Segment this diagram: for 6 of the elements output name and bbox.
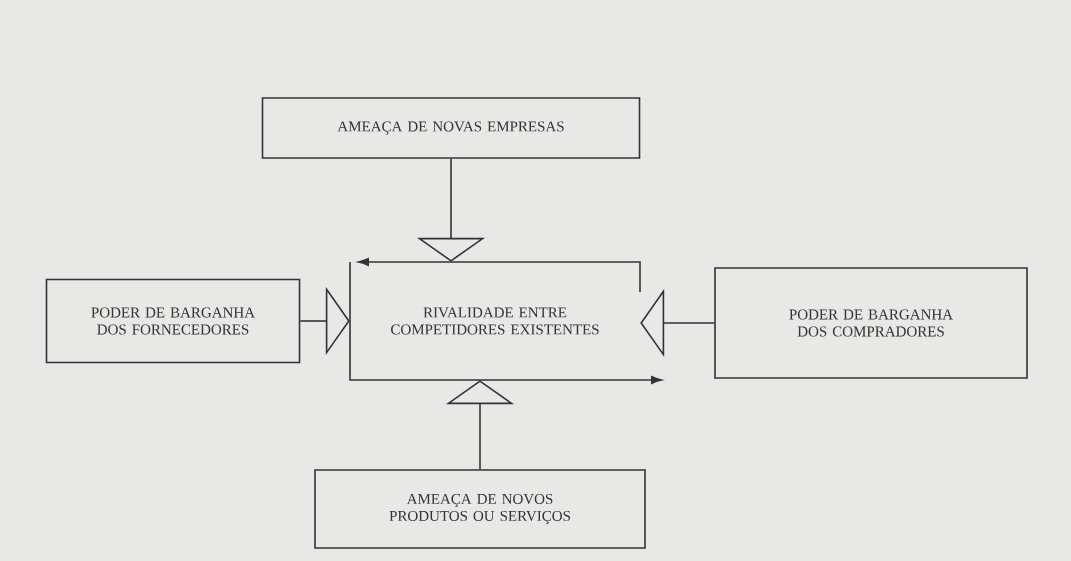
- force-box: AMEAÇA DE NOVOS PRODUTOS OU SERVIÇOS: [314, 469, 646, 549]
- force-box: PODER DE BARGANHA DOS FORNECEDORES: [45, 278, 301, 364]
- cycle-box: RIVALIDADE ENTRE COMPETIDORES EXISTENTES: [349, 258, 662, 384]
- force-box: PODER DE BARGANHA DOS COMPRADORES: [714, 267, 1028, 379]
- node-label: RIVALIDADE ENTRE COMPETIDORES EXISTENTES: [391, 307, 599, 335]
- force-box: AMEAÇA DE NOVAS EMPRESAS: [261, 97, 641, 159]
